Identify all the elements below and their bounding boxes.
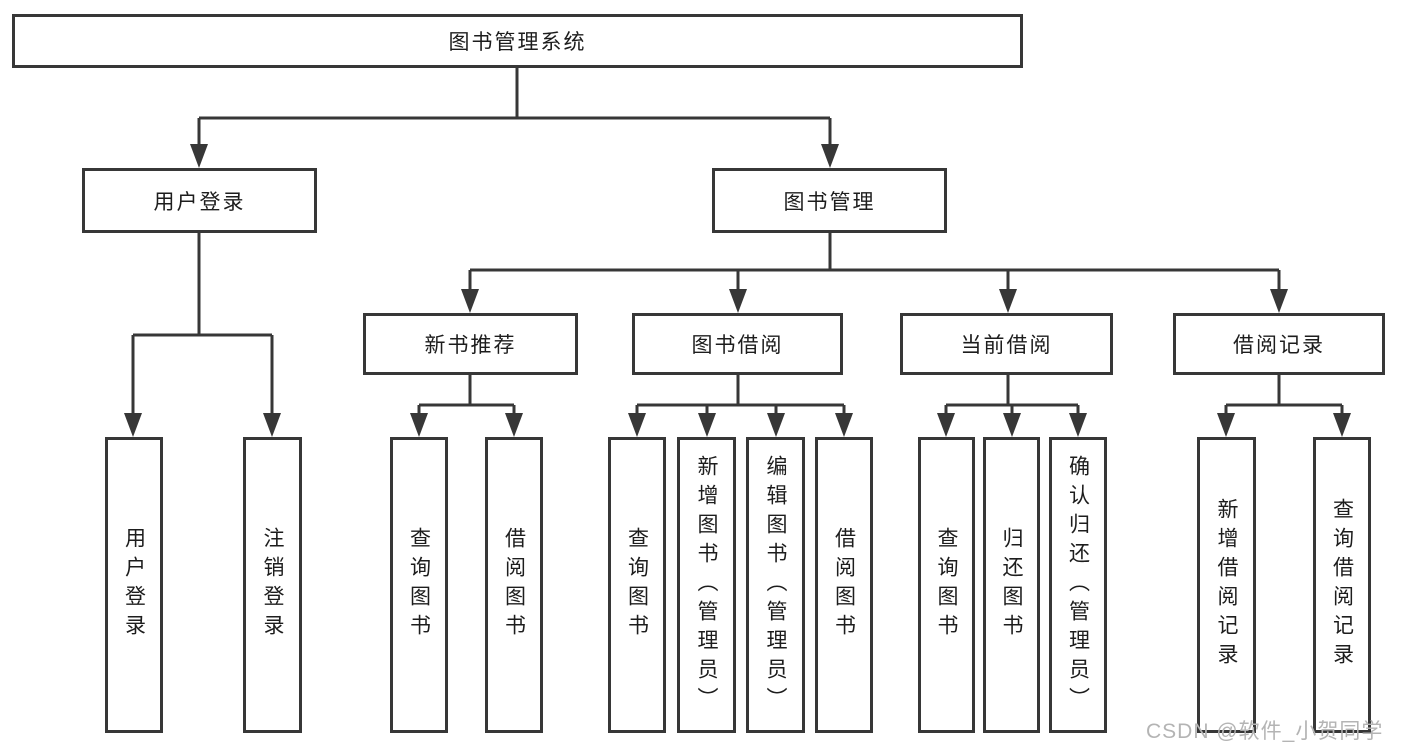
node-label: 编辑图书（管理员） — [764, 454, 787, 716]
arrowhead-down-icon — [1003, 413, 1021, 437]
node-label: 借阅记录 — [1233, 334, 1325, 357]
connectors-current-borrowing-to-leaves — [937, 375, 1087, 437]
arrowhead-down-icon — [999, 289, 1017, 313]
leaf-query-books-current: 查询图书 — [918, 437, 975, 733]
leaf-query-books-recommend: 查询图书 — [390, 437, 448, 733]
node-new-book-recommend: 新书推荐 — [363, 313, 578, 375]
arrowhead-down-icon — [698, 413, 716, 437]
leaf-add-books-admin: 新增图书（管理员） — [677, 437, 736, 733]
node-label: 归还图书 — [1000, 527, 1023, 643]
node-label: 注销登录 — [261, 527, 284, 643]
node-label: 查询图书 — [935, 527, 958, 643]
arrowhead-down-icon — [410, 413, 428, 437]
arrowhead-down-icon — [190, 144, 208, 168]
arrowhead-down-icon — [628, 413, 646, 437]
arrowhead-down-icon — [1069, 413, 1087, 437]
leaf-confirm-return-admin: 确认归还（管理员） — [1049, 437, 1107, 733]
connectors-root-to-level1 — [190, 68, 839, 168]
node-label: 当前借阅 — [960, 334, 1053, 357]
arrowhead-down-icon — [505, 413, 523, 437]
arrowhead-down-icon — [937, 413, 955, 437]
node-label: 查询图书 — [407, 527, 431, 643]
arrowhead-down-icon — [821, 144, 839, 168]
node-library-management-system: 图书管理系统 — [12, 14, 1023, 68]
connectors-book-management-to-level2 — [461, 233, 1288, 313]
node-label: 图书管理系统 — [448, 31, 587, 54]
arrowhead-down-icon — [461, 289, 479, 313]
arrowhead-down-icon — [1270, 289, 1288, 313]
node-label: 新增借阅记录 — [1215, 498, 1238, 672]
node-current-borrowing: 当前借阅 — [900, 313, 1113, 375]
arrowhead-down-icon — [1217, 413, 1235, 437]
node-label: 查询图书 — [625, 527, 649, 643]
arrowhead-down-icon — [263, 413, 281, 437]
node-borrowing-records: 借阅记录 — [1173, 313, 1385, 375]
connectors-book-borrowing-to-leaves — [628, 375, 853, 437]
leaf-return-books: 归还图书 — [983, 437, 1040, 733]
connectors-new-book-recommend-to-leaves — [410, 375, 523, 437]
arrowhead-down-icon — [124, 413, 142, 437]
node-label: 新书推荐 — [424, 334, 517, 357]
node-label: 借阅图书 — [502, 527, 526, 643]
node-label: 用户登录 — [122, 527, 146, 643]
node-book-borrowing: 图书借阅 — [632, 313, 843, 375]
leaf-logout: 注销登录 — [243, 437, 302, 733]
node-label: 新增图书（管理员） — [695, 454, 718, 716]
leaf-add-borrow-record: 新增借阅记录 — [1197, 437, 1256, 733]
leaf-borrow-books-recommend: 借阅图书 — [485, 437, 543, 733]
arrowhead-down-icon — [767, 413, 785, 437]
leaf-query-borrow-record: 查询借阅记录 — [1313, 437, 1371, 733]
arrowhead-down-icon — [835, 413, 853, 437]
watermark: CSDN @软件_小贺同学 — [1146, 720, 1384, 743]
node-label: 图书借阅 — [691, 334, 784, 357]
connectors-user-login-to-leaves — [124, 233, 281, 437]
node-label: 查询借阅记录 — [1330, 498, 1354, 672]
node-label: 用户登录 — [153, 190, 246, 214]
leaf-borrow-books-borrowing: 借阅图书 — [815, 437, 873, 733]
leaf-query-books-borrowing: 查询图书 — [608, 437, 666, 733]
node-label: 借阅图书 — [832, 527, 856, 643]
leaf-edit-books-admin: 编辑图书（管理员） — [746, 437, 805, 733]
leaf-user-login: 用户登录 — [105, 437, 163, 733]
node-label: 图书管理 — [783, 190, 876, 214]
arrowhead-down-icon — [1333, 413, 1351, 437]
node-book-management: 图书管理 — [712, 168, 947, 233]
connectors-borrowing-records-to-leaves — [1217, 375, 1351, 437]
node-label: 确认归还（管理员） — [1066, 454, 1090, 716]
arrowhead-down-icon — [729, 289, 747, 313]
node-user-login: 用户登录 — [82, 168, 317, 233]
